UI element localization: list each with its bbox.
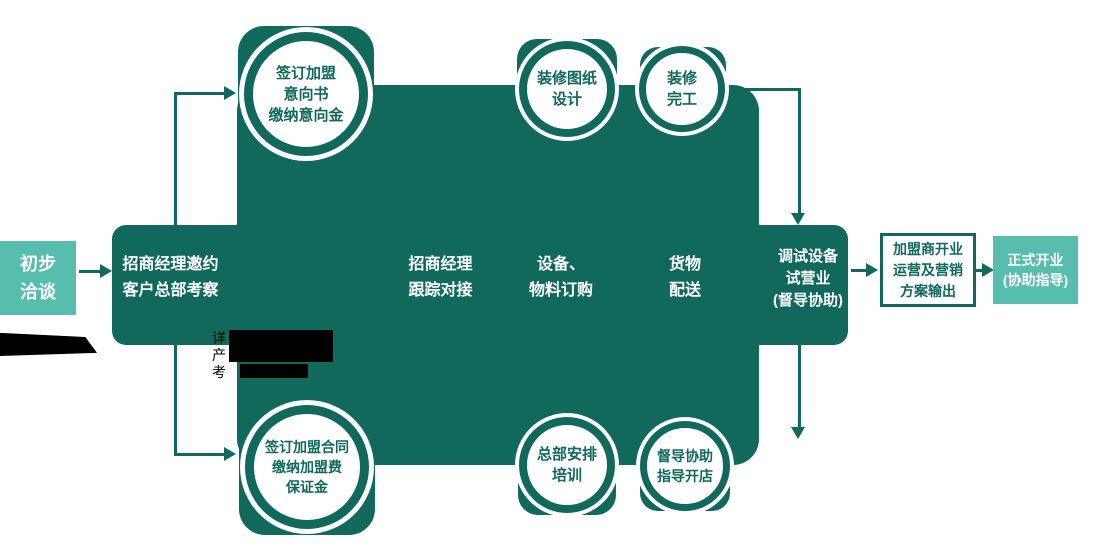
arrow-start-head-icon <box>100 264 112 278</box>
circle-sign-intent: 签订加盟意向书缴纳意向金 <box>244 32 368 156</box>
step-trial-operation: 调试设备试营业(督导协助) <box>773 248 843 309</box>
box-official-opening: 正式开业(协助指导) <box>993 236 1078 304</box>
redaction-block-1 <box>229 330 333 362</box>
arrow-bottom-right-head-icon <box>791 427 805 439</box>
arrow-up-left-vline <box>174 92 177 227</box>
circle-sign-contract: 签订加盟合同缴纳加盟费保证金 <box>245 405 369 529</box>
step-goods-delivery: 货物配送 <box>668 256 701 299</box>
arrow-up-left-head-icon <box>224 86 236 100</box>
arrow-bottom-right-vline <box>798 345 801 428</box>
annotation-fragment-text: 详产考 <box>212 330 226 380</box>
redaction-swoosh <box>0 332 97 356</box>
arrow-down-left-head-icon <box>224 447 236 461</box>
arrow-to-operation-head-icon <box>866 263 878 277</box>
arrow-start-line <box>79 270 101 273</box>
arrow-to-official-line <box>976 269 983 272</box>
step-equipment-order: 设备、物料订购 <box>528 256 593 299</box>
start-box-initial-talk: 初步洽谈 <box>0 241 76 315</box>
circle-decoration-design: 装修图纸设计 <box>519 41 615 137</box>
box-opening-operation: 加盟商开业运营及营销方案输出 <box>880 233 976 307</box>
arrow-top-right-vline <box>798 88 801 214</box>
step-invite-inspection: 招商经理邀约客户总部考察 <box>122 256 219 299</box>
step-manager-follow-up: 招商经理跟踪对接 <box>408 256 473 299</box>
arrow-down-left-hline <box>174 453 226 456</box>
flow-spine-band <box>112 225 848 345</box>
redaction-block-2 <box>240 364 308 378</box>
arrow-down-left-vline <box>174 340 177 456</box>
circle-decoration-done: 装修完工 <box>639 46 725 132</box>
arrow-to-official-head-icon <box>982 263 994 277</box>
arrow-top-right-head-icon <box>791 213 805 225</box>
arrow-to-operation-line <box>851 269 867 272</box>
arrow-top-right-hline <box>728 88 800 91</box>
circle-supervise-opening: 督导协助指导开店 <box>640 421 730 511</box>
circle-hq-training: 总部安排培训 <box>519 417 615 513</box>
arrow-up-left-hline <box>174 92 226 95</box>
